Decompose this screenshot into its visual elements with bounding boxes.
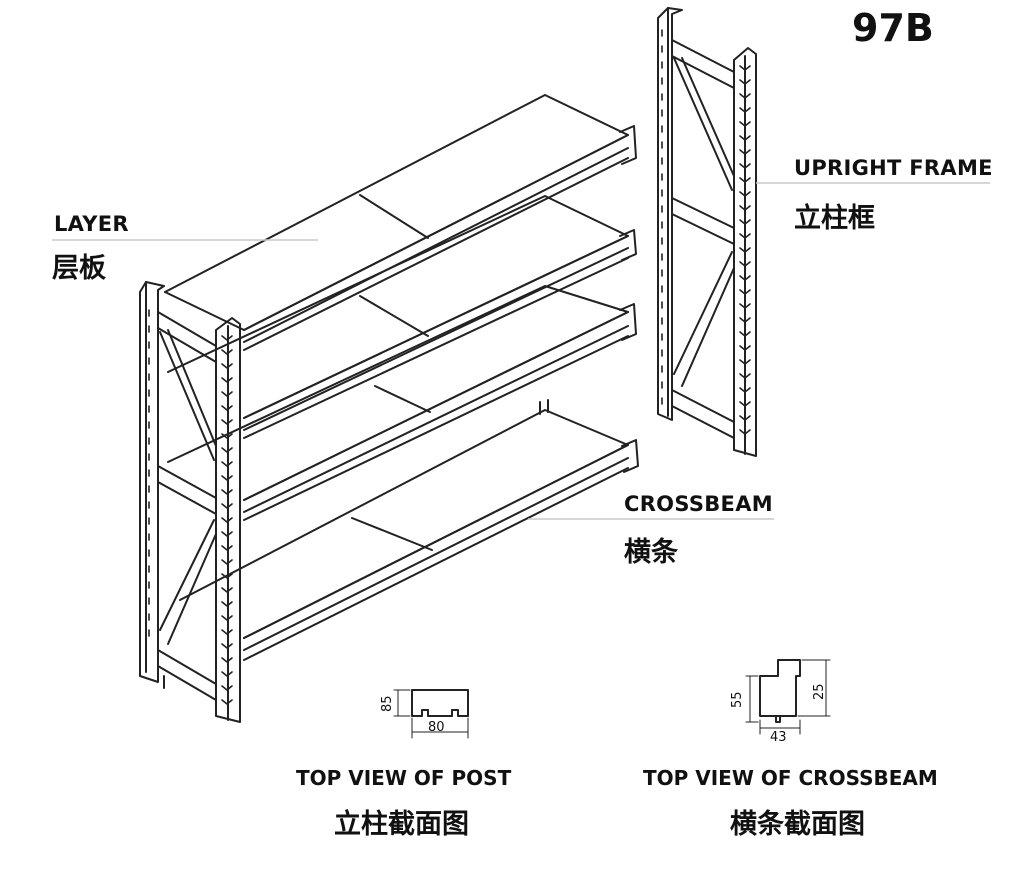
crossbeam-label: CROSSBEAM <box>624 492 773 516</box>
shelf-post-perforations <box>148 309 233 705</box>
upright-frame-label-cn: 立柱框 <box>794 203 875 234</box>
post-section-drawing <box>411 689 469 717</box>
post-section-caption: TOP VIEW OF POST <box>296 766 512 790</box>
shelf-level-2 <box>167 195 629 439</box>
crossbeam-height-right-dimension: 25 <box>812 683 827 700</box>
crossbeam-height-left-dimension: 55 <box>730 691 745 708</box>
post-section-caption-cn: 立柱截面图 <box>334 809 469 840</box>
shelf-level-3 <box>167 285 629 521</box>
crossbeam-section-caption-cn: 横条截面图 <box>730 809 865 840</box>
shelf-back-upright <box>539 125 639 473</box>
crossbeam-label-cn: 横条 <box>624 537 678 568</box>
post-width-dimension: 80 <box>428 720 445 735</box>
crossbeam-width-dimension: 43 <box>770 730 787 745</box>
upright-frame-label: UPRIGHT FRAME <box>794 156 993 180</box>
upright-frame-perforations <box>661 29 751 435</box>
crossbeam-section-caption: TOP VIEW OF CROSSBEAM <box>643 766 938 790</box>
model-number: 97B <box>852 6 934 50</box>
leader-lines <box>52 182 990 520</box>
shelf-level-4 <box>179 409 629 661</box>
layer-label: LAYER <box>54 212 129 236</box>
layer-label-cn: 层板 <box>52 253 106 284</box>
shelf-level-1 <box>164 94 629 351</box>
shelf-left-upright-frame <box>139 281 241 723</box>
crossbeam-section-drawing <box>759 659 801 723</box>
upright-frame-drawing <box>657 7 757 457</box>
crossbeam-section-dimlines <box>745 659 831 735</box>
post-section-dimlines <box>393 689 469 739</box>
post-height-dimension: 85 <box>380 695 395 712</box>
